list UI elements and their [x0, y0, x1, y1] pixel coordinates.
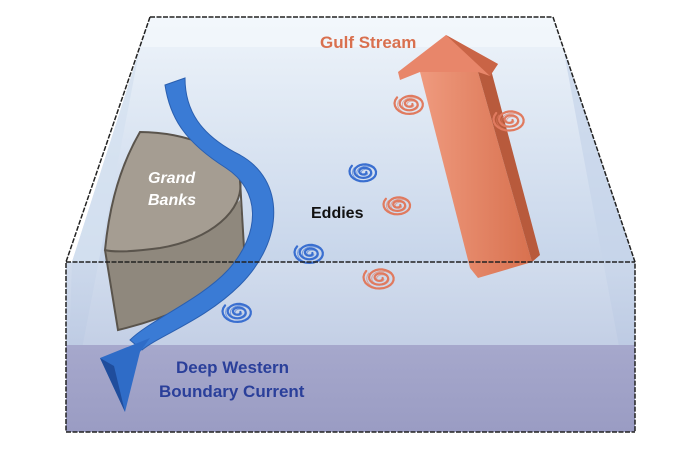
deep-water-layer: [66, 345, 635, 432]
eddies-label: Eddies: [311, 205, 364, 222]
grand-banks-label-line2: Banks: [148, 192, 196, 209]
gulf-arrow-side: [478, 66, 540, 262]
box-sketch-outline: [65, 16, 636, 433]
gulf-stream-arrow: [398, 35, 540, 278]
gulf-arrow-body: [420, 72, 532, 278]
eddy-cold-texture: [351, 165, 377, 182]
grand-banks-label-line1: Grand: [148, 170, 196, 187]
gulf-stream-label: Gulf Stream: [320, 33, 416, 52]
deep-western-boundary-current-arrow: [100, 77, 275, 412]
dwbc-label-line2: Boundary Current: [159, 382, 305, 401]
eddy-warm-texture: [496, 112, 525, 132]
eddy-cold-texture: [225, 305, 252, 323]
grand-banks-side: [105, 200, 245, 330]
box-right-face: [553, 17, 635, 432]
gulf-arrow-head-side: [446, 35, 498, 76]
eddy-warm-texture: [397, 97, 424, 115]
box-top-inner-band: [140, 17, 563, 47]
dwbc-arrow-head-shade: [100, 358, 125, 412]
gulf-arrow-head: [398, 35, 498, 80]
eddy-warm-texture: [385, 198, 411, 215]
dwbc-arrow-body: [129, 77, 275, 351]
eddy-warm-texture: [366, 270, 395, 290]
dwbc-label-line1: Deep Western: [176, 358, 289, 377]
box-edge-left: [65, 16, 151, 432]
dwbc-arrow-head: [100, 338, 150, 412]
